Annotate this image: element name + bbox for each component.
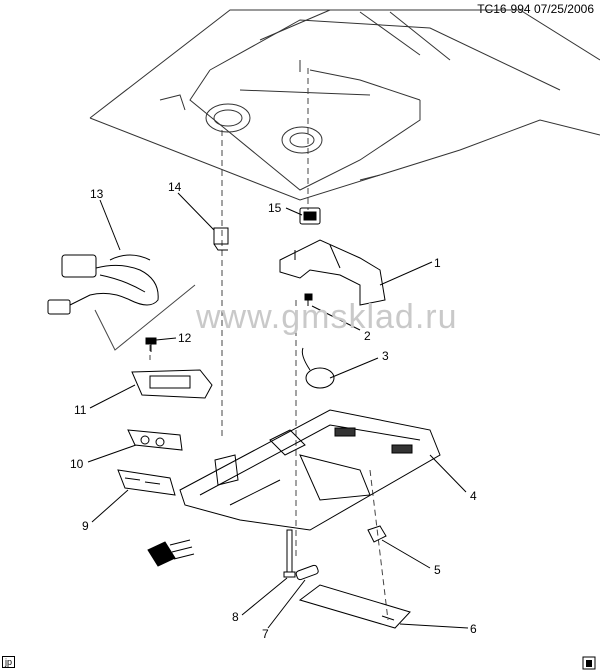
- callout-13: 13: [90, 187, 104, 201]
- harness-leader-lines: [94, 284, 196, 351]
- callout-14: 14: [168, 180, 182, 194]
- lamp-lens: [367, 525, 387, 543]
- lamp-socket: [301, 347, 335, 389]
- control-module-11: [131, 369, 213, 399]
- callout-12: 12: [178, 331, 192, 345]
- callout-15: 15: [268, 201, 282, 215]
- roof-dome-openings: [205, 103, 323, 154]
- overhead-console: [179, 409, 441, 531]
- callout-4: 4: [470, 489, 477, 503]
- callout-leaders: [87, 192, 469, 629]
- switch-module-10: [127, 429, 183, 451]
- callout-3: 3: [382, 349, 389, 363]
- callout-5: 5: [434, 563, 441, 577]
- callout-11: 11: [74, 403, 87, 417]
- callout-9: 9: [82, 519, 89, 533]
- watermark: www.gmsklad.ru: [196, 298, 458, 336]
- bulb-7: [295, 564, 319, 581]
- wiring-harness: [47, 254, 159, 315]
- console-cover: [298, 584, 411, 629]
- alignment-lines: [149, 68, 389, 621]
- diagram-code: TC16-994: [477, 2, 531, 16]
- switch-module-9: [117, 469, 176, 496]
- diagram-date: 07/25/2006: [533, 2, 594, 16]
- mounting-bracket: [279, 239, 386, 306]
- artist-stamp: jp: [2, 656, 16, 668]
- callout-10: 10: [70, 457, 84, 471]
- vehicle-badge-icon: [582, 656, 596, 670]
- callout-2: 2: [364, 329, 371, 343]
- diagram-header: TC16-994 07/25/2006: [477, 2, 594, 16]
- front-arrow-icon: [147, 539, 195, 567]
- callout-labels: 1 2 3 4 5 6 7 8 9 10 11 12 13 14 15: [70, 180, 477, 641]
- screw-12: [145, 337, 157, 352]
- callout-8: 8: [232, 610, 239, 624]
- callout-7: 7: [262, 627, 269, 641]
- screw-2: [304, 293, 313, 306]
- retainer-clip-14: [213, 227, 229, 251]
- retainer-clip-15: [299, 207, 321, 225]
- roof-panel: [89, 9, 600, 201]
- callout-1: 1: [434, 256, 441, 270]
- callout-6: 6: [470, 622, 477, 636]
- bolt-8: [283, 529, 296, 578]
